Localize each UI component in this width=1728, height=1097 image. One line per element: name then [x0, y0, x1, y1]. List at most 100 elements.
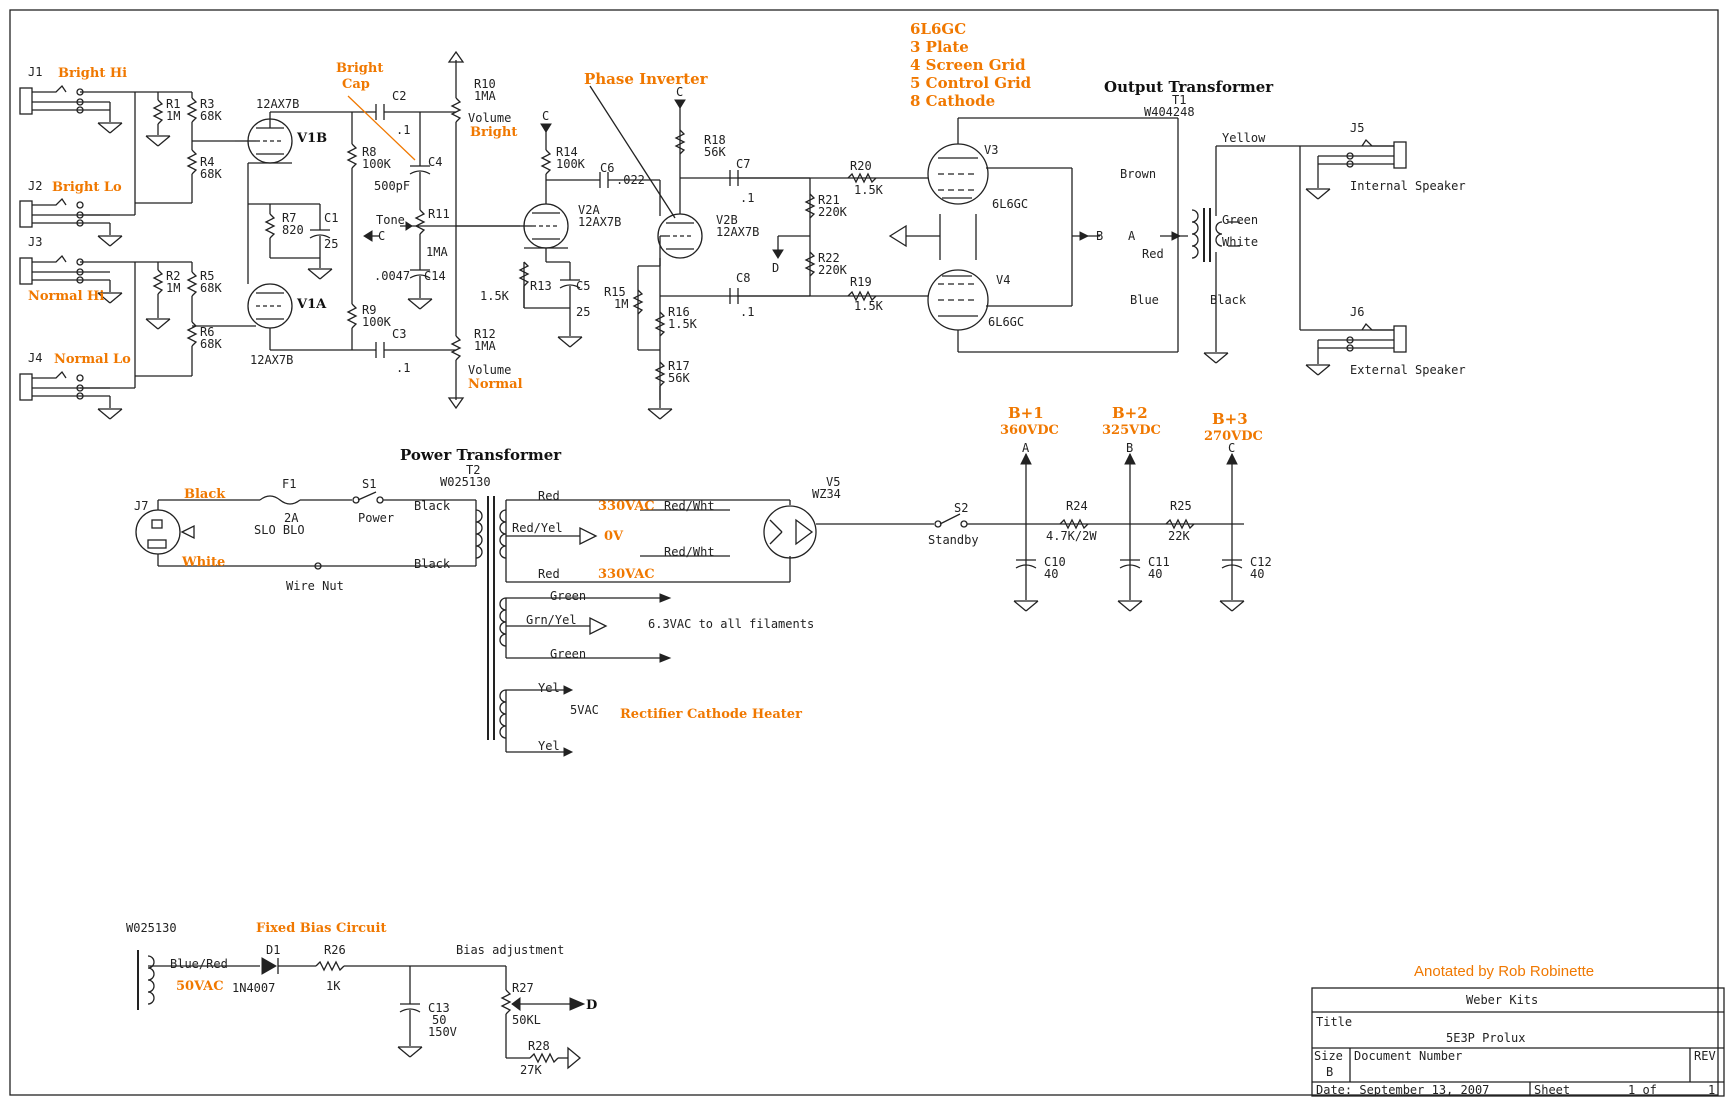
title-block-size-label: Size [1314, 1049, 1343, 1063]
label-R15-value: 1M [614, 297, 628, 311]
label-R18-value: 56K [704, 145, 726, 159]
annotation-bright-cap-1: Bright [336, 61, 383, 76]
label-yel-1: Yel [538, 681, 560, 695]
title-block-company: Weber Kits [1466, 993, 1538, 1007]
annotation-bright-cap-2: Cap [342, 77, 370, 92]
label-R10-value: 1MA [474, 89, 496, 103]
label-D-node-2: D [586, 998, 597, 1013]
label-C12-value: 40 [1250, 567, 1264, 581]
label-white: White [1222, 235, 1258, 249]
label-J4: J4 [28, 351, 42, 365]
label-R2-value: 1M [166, 281, 180, 295]
annotation-b1: B+1 [1008, 404, 1044, 422]
title-block-docnum-label: Document Number [1354, 1049, 1462, 1063]
label-R13-value: 1.5K [480, 289, 510, 303]
label-J2: J2 [28, 179, 42, 193]
label-slo-blo: SLO BLO [254, 523, 305, 537]
bias-circuit [137, 950, 586, 1070]
label-volume-1: Volume [468, 111, 511, 125]
annotation-white: White [181, 555, 225, 570]
label-R2: R2 [166, 269, 180, 283]
title-block-title-label: Title [1316, 1015, 1352, 1029]
annotation-b2-voltage: 325VDC [1102, 423, 1161, 438]
label-R24: R24 [1066, 499, 1088, 513]
annotation-black: Black [184, 487, 226, 502]
label-C3-value: .1 [396, 361, 410, 375]
label-V1B: V1B [296, 131, 327, 146]
label-green-2: Green [550, 647, 586, 661]
label-pt-black-1: Black [414, 499, 451, 513]
label-green-1: Green [550, 589, 586, 603]
label-R20: R20 [850, 159, 872, 173]
label-R3-value: 68K [200, 109, 222, 123]
label-bias-part: W025130 [126, 921, 177, 935]
label-R12-value: 1MA [474, 339, 496, 353]
label-B-node-2: B [1126, 441, 1133, 455]
label-V4: V4 [996, 273, 1010, 287]
label-C4-value: 500pF [374, 179, 410, 193]
label-R19-value: 1.5K [854, 299, 884, 313]
label-C13-value-2: 150V [428, 1025, 457, 1039]
label-R27: R27 [512, 981, 534, 995]
label-R22-value: 220K [818, 263, 848, 277]
annotation-tube-pin-3: 5 Control Grid [910, 74, 1032, 92]
label-bias-adjustment: Bias adjustment [456, 943, 564, 957]
label-R6: R6 [200, 325, 214, 339]
label-grnyel: Grn/Yel [526, 613, 577, 627]
annotation-b3-voltage: 270VDC [1204, 429, 1263, 444]
label-C6: C6 [600, 161, 614, 175]
annotation-tube-pin-4: 8 Cathode [910, 92, 995, 110]
label-R11-value: 1MA [426, 245, 448, 259]
title-block-size: B [1326, 1065, 1333, 1079]
label-R16-value: 1.5K [668, 317, 698, 331]
label-V3: V3 [984, 143, 998, 157]
label-R17-value: 56K [668, 371, 690, 385]
input-jacks [19, 84, 235, 420]
label-J1: J1 [28, 65, 42, 79]
label-R7: R7 [282, 211, 296, 225]
label-power: Power [358, 511, 394, 525]
label-V5-type: WZ34 [812, 487, 841, 501]
label-R26-value: 1K [326, 979, 341, 993]
label-red: Red [1142, 247, 1164, 261]
label-V2A: V2A [578, 203, 600, 217]
label-R28: R28 [528, 1039, 550, 1053]
annotation-volume-bright: Bright [470, 125, 517, 140]
label-T1: T1 [1172, 93, 1186, 107]
label-C13: C13 [428, 1001, 450, 1015]
phase-inverter [347, 85, 810, 420]
label-yellow: Yellow [1222, 131, 1266, 145]
label-R25: R25 [1170, 499, 1192, 513]
label-R9: R9 [362, 303, 376, 317]
label-R1-value: 1M [166, 109, 180, 123]
label-brown: Brown [1120, 167, 1156, 181]
annotation-b2: B+2 [1112, 404, 1148, 422]
title-block: Anotated by Rob Robinette Weber Kits Tit… [1314, 963, 1716, 1097]
label-R21: R21 [818, 193, 840, 207]
annotation-phase-inverter: Phase Inverter [584, 70, 709, 88]
heading-power-transformer: Power Transformer [400, 446, 562, 464]
label-R18: R18 [704, 133, 726, 147]
title-block-frame [1311, 987, 1725, 1097]
label-V2A-type: 12AX7B [578, 215, 621, 229]
label-C-node-4: C [1228, 441, 1235, 455]
label-blue-red: Blue/Red [170, 957, 228, 971]
label-sec-red-1: Red [538, 489, 560, 503]
annotation-normal-lo: Normal Lo [54, 352, 131, 367]
label-C4: C4 [428, 155, 442, 169]
label-B-node-1: B [1096, 229, 1103, 243]
label-R4-value: 68K [200, 167, 222, 181]
label-C-node-1: C [542, 109, 549, 123]
label-C2-value: .1 [396, 123, 410, 137]
label-R15: R15 [604, 285, 626, 299]
label-green: Green [1222, 213, 1258, 227]
label-R14: R14 [556, 145, 578, 159]
label-D1: D1 [266, 943, 280, 957]
annotation-rectifier-heater: Rectifier Cathode Heater [620, 707, 802, 722]
label-tone: Tone [376, 213, 405, 227]
label-C13-value-1: 50 [432, 1013, 446, 1027]
label-sec-redwht-1: Red/Wht [664, 499, 715, 513]
label-R19: R19 [850, 275, 872, 289]
annotation-0v: 0V [604, 529, 624, 544]
